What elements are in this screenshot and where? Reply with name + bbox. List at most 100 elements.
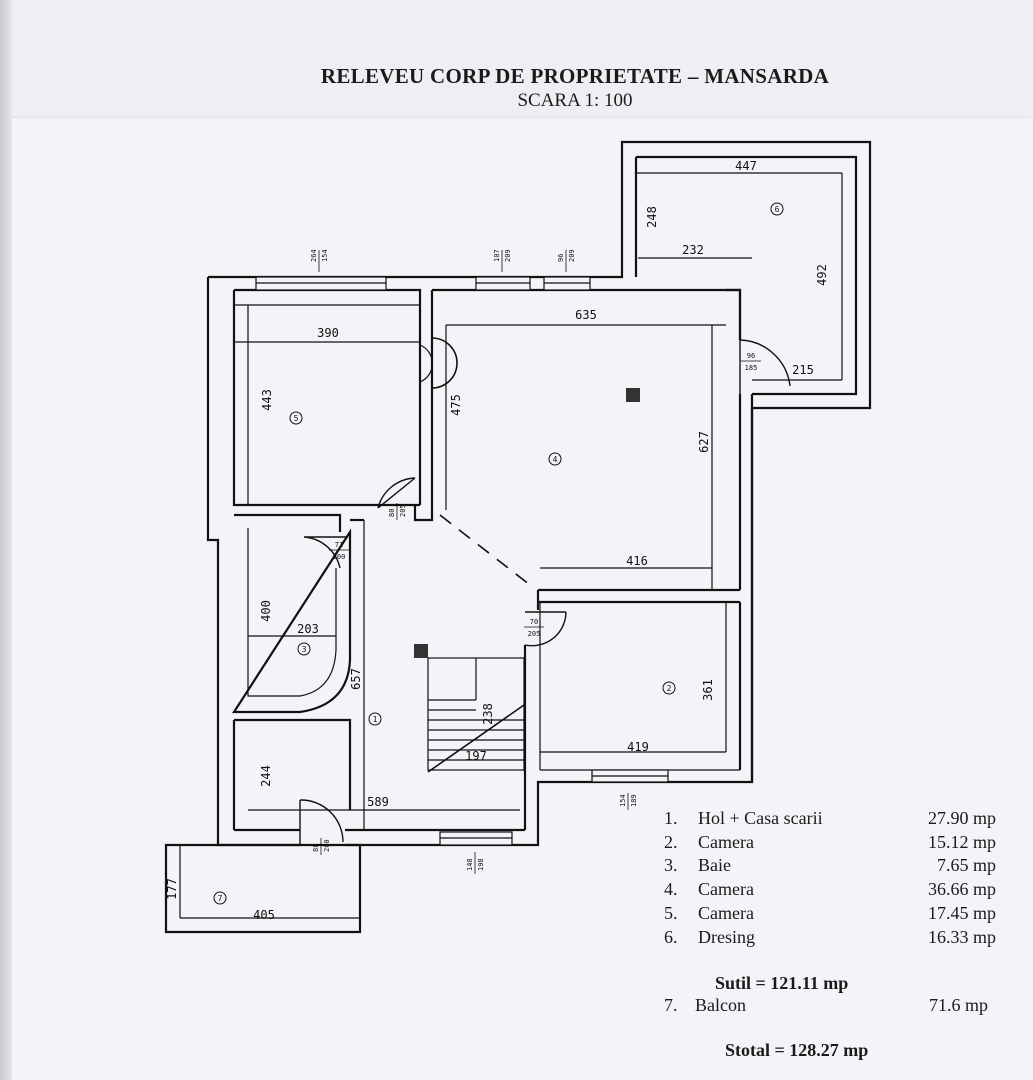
door2-bot: 205 xyxy=(528,630,541,638)
legend-area: 15.12 mp xyxy=(927,832,996,852)
dim-r1-height: 657 xyxy=(349,668,363,690)
legend-num: 5. xyxy=(664,903,678,923)
useful-area-total: Sutil = 121.11 mp xyxy=(715,973,849,993)
door-swings xyxy=(299,339,791,845)
chimney-marker-hall xyxy=(414,644,428,658)
balcony-walls xyxy=(164,843,362,934)
dim-r3-width: 203 xyxy=(297,622,319,636)
legend-area: 16.33 mp xyxy=(927,927,996,947)
dim-r2-height: 361 xyxy=(701,679,715,701)
windows xyxy=(255,276,669,846)
outer-wall-left xyxy=(206,277,300,847)
door6-top: 96 xyxy=(747,352,755,360)
paper-edge xyxy=(0,0,12,1080)
dim-r5-height: 443 xyxy=(260,389,274,411)
dim-r5-width: 390 xyxy=(317,326,339,340)
legend-row-balcony: 7. Balcon 71.6 mp xyxy=(664,995,994,1019)
door5-bot: 205 xyxy=(399,504,407,517)
outer-wall xyxy=(208,140,872,847)
room4-bottom-wall xyxy=(538,588,740,604)
door7-top: 88 xyxy=(312,844,320,852)
legend-row: 1. Hol + Casa scarii 27.90 mp xyxy=(664,808,1004,832)
dim-r7-height: 177 xyxy=(165,878,179,900)
win1b-bot: 198 xyxy=(477,858,485,871)
dim-r6-door: 215 xyxy=(792,363,814,377)
total-area: Stotal = 128.27 mp xyxy=(725,1040,869,1060)
dim-r7-width: 405 xyxy=(253,908,275,922)
door5-top: 80 xyxy=(388,509,396,517)
dashed-opening xyxy=(439,514,531,586)
dim-r6-width: 447 xyxy=(735,159,757,173)
dim-r2-width: 419 xyxy=(627,740,649,754)
dim-r6-left: 248 xyxy=(645,206,659,228)
win1-top: 264 xyxy=(310,249,318,262)
dim-r6-inner: 232 xyxy=(682,243,704,257)
dim-stair-length: 238 xyxy=(481,703,495,725)
legend-row: 3. Baie 7.65 mp xyxy=(664,855,1004,879)
legend-name: Camera xyxy=(698,832,754,852)
dim-r1-lower: 244 xyxy=(259,765,273,787)
niche-arc xyxy=(431,337,458,389)
plan-scale: SCARA 1: 100 xyxy=(517,90,633,111)
legend-name: Dresing xyxy=(698,927,755,947)
legend-area: 36.66 mp xyxy=(927,879,996,899)
room6-outer xyxy=(636,155,858,396)
room-number-5: 5 xyxy=(294,414,299,423)
win2r-bot: 189 xyxy=(630,794,638,807)
win3-bot: 209 xyxy=(568,249,576,262)
room5-walls xyxy=(232,290,420,507)
legend-area: 27.90 mp xyxy=(927,808,996,828)
legend-name: Camera xyxy=(698,903,754,923)
dim-r4-right: 627 xyxy=(697,431,711,453)
opening-labels: 264 154 107 209 96 209 96 185 80 205 71 … xyxy=(310,249,761,874)
room-number-4: 4 xyxy=(553,455,558,464)
room-number-7: 7 xyxy=(218,894,223,903)
legend-num: 1. xyxy=(664,808,678,828)
legend-area: 17.45 mp xyxy=(927,903,996,923)
room4-right-wall xyxy=(726,288,754,782)
room-number-1: 1 xyxy=(373,715,378,724)
room-number-3: 3 xyxy=(302,645,307,654)
room-number-6: 6 xyxy=(775,205,780,214)
door7-bot: 200 xyxy=(323,839,331,852)
niche-arc-inner xyxy=(419,344,433,383)
legend-area: 7.65 mp xyxy=(936,855,996,875)
legend-name: Hol + Casa scarii xyxy=(698,808,823,828)
win1b-top: 148 xyxy=(466,858,474,871)
legend-name: Balcon xyxy=(695,995,746,1015)
win2-top: 107 xyxy=(493,249,501,262)
dim-r1-bottom: 589 xyxy=(367,795,389,809)
win2r-top: 154 xyxy=(619,794,627,807)
staircase xyxy=(427,657,525,773)
legend-num: 2. xyxy=(664,832,678,852)
room-number-2: 2 xyxy=(667,684,672,693)
legend-row: 4. Camera 36.66 mp xyxy=(664,879,1004,903)
win1-bot: 154 xyxy=(321,249,329,262)
legend-num: 4. xyxy=(664,879,678,899)
dim-r4-bottom: 416 xyxy=(626,554,648,568)
legend-row: 6. Dresing 16.33 mp xyxy=(664,927,1004,951)
legend-num: 7. xyxy=(664,995,678,1015)
legend-area: 71.6 mp xyxy=(928,995,988,1015)
legend-row: 5. Camera 17.45 mp xyxy=(664,903,1004,927)
niche-wall xyxy=(413,290,434,522)
chimney-marker-room4 xyxy=(626,388,640,402)
dim-r6-height: 492 xyxy=(815,264,829,286)
legend-row: 2. Camera 15.12 mp xyxy=(664,832,1004,856)
win3-top: 96 xyxy=(557,254,565,262)
door2-top: 70 xyxy=(530,618,538,626)
door3-top: 71 xyxy=(335,541,343,549)
dim-r4-left: 475 xyxy=(449,394,463,416)
door6-bot: 185 xyxy=(745,364,758,372)
legend-num: 6. xyxy=(664,927,678,947)
dim-stair-width: 197 xyxy=(465,749,487,763)
legend-num: 3. xyxy=(664,855,678,875)
room3-walls xyxy=(231,513,352,714)
dim-r3-height: 400 xyxy=(259,600,273,622)
door3-bot: 200 xyxy=(333,553,346,561)
win2-bot: 209 xyxy=(504,249,512,262)
legend-name: Baie xyxy=(698,855,731,875)
legend-name: Camera xyxy=(698,879,754,899)
dim-r4-width: 635 xyxy=(575,308,597,322)
